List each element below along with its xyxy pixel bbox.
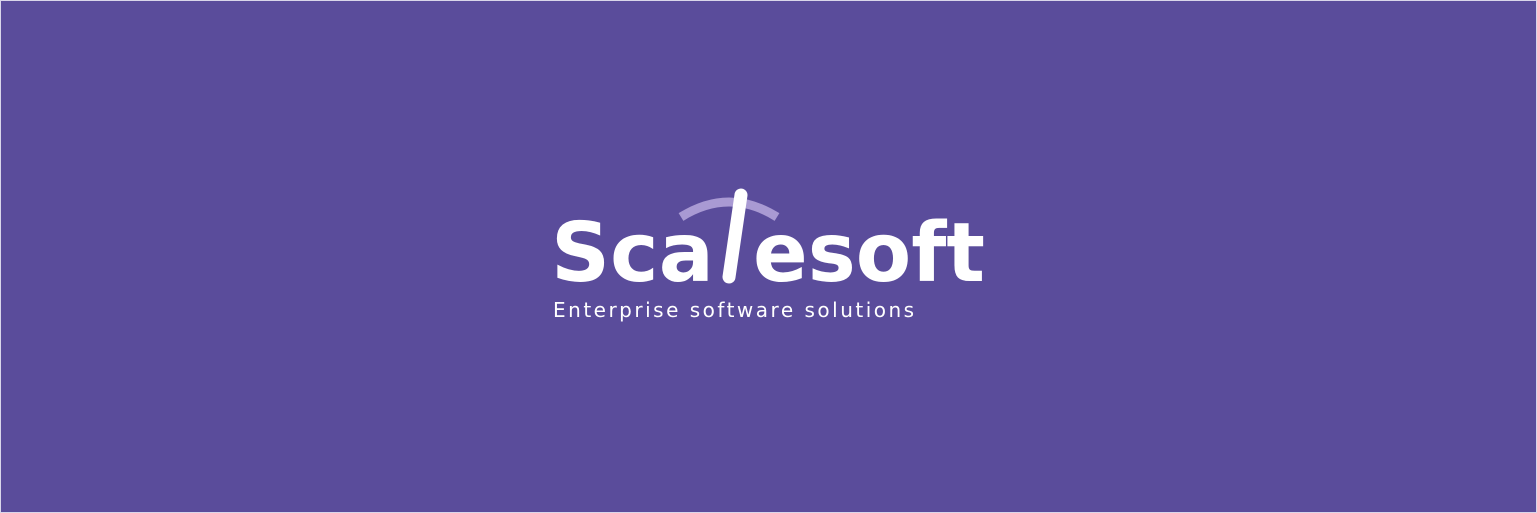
- logo-slanted-l: [722, 188, 748, 284]
- scale-arc-icon: [678, 197, 780, 221]
- logo-tagline: Enterprise software solutions: [553, 298, 917, 322]
- company-logo: Sca esoft Enterprise software solutions: [549, 187, 991, 327]
- logo-text-left: Sca: [551, 206, 714, 287]
- logo-text-right: esoft: [753, 206, 985, 287]
- logo-wordmark: Sca esoft: [551, 188, 985, 287]
